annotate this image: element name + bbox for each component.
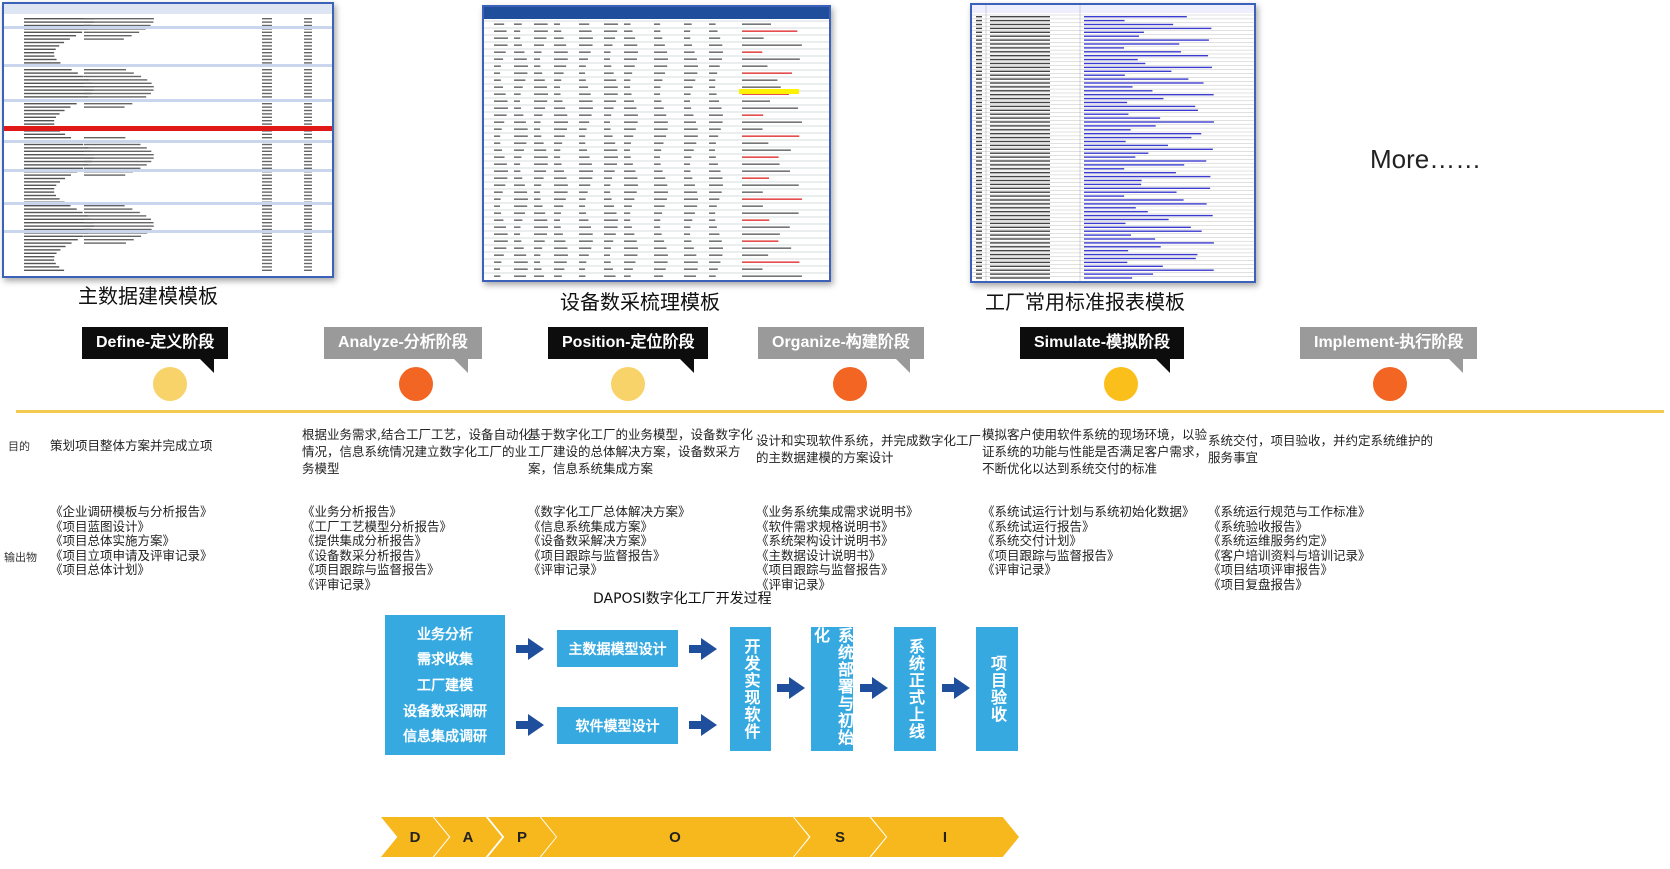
phase-analyze-dot (399, 367, 433, 401)
system-go-live-box: 系统正式上线 (894, 627, 936, 751)
phase-organize-label: Organize-构建阶段 (758, 327, 924, 373)
process-title: DAPOSI数字化工厂开发过程 (593, 591, 772, 607)
output-item: 《项目结项评审报告》 (1208, 562, 1334, 577)
output-item: 《客户培训资料与培训记录》 (1208, 547, 1371, 563)
output-item: 《系统试运行报告》 (982, 518, 1095, 534)
output-item: 《数字化工厂总体解决方案》 (528, 504, 691, 519)
output-item: 《业务分析报告》 (302, 504, 403, 519)
process-start-item: 业务分析 (417, 626, 473, 643)
daposi-segment-o: O (541, 817, 809, 857)
purpose-analyze: 根据业务需求,结合工厂工艺，设备自动化情况，信息系统情况建立数字化工厂的业务模型 (302, 427, 531, 476)
output-item: 《项目立项申请及评审记录》 (50, 547, 213, 563)
output-item: 《项目复盘报告》 (1208, 576, 1309, 592)
output-item: 《信息系统集成方案》 (528, 518, 654, 534)
outputs-define: 《企业调研模板与分析报告》《项目蓝图设计》《项目总体实施方案》《项目立项申请及评… (50, 504, 275, 578)
output-item: 《系统交付计划》 (982, 533, 1083, 548)
system-deploy-init-box: 系统部署与初始化 (811, 627, 854, 751)
phase-organize-dot (833, 367, 867, 401)
arrow-right-icon (516, 638, 544, 660)
process-start-item: 设备数采调研 (403, 703, 487, 720)
arrow-right-icon (777, 677, 805, 699)
phase-define-label: Define-定义阶段 (82, 327, 229, 373)
report-template-caption: 工厂常用标准报表模板 (985, 290, 1185, 314)
process-start-box: 业务分析 需求收集 工厂建模 设备数采调研 信息集成调研 (385, 615, 505, 755)
master-data-template-thumbnail (2, 2, 334, 278)
output-item: 《工厂工艺模型分析报告》 (302, 518, 453, 534)
output-item: 《系统运行规范与工作标准》 (1208, 504, 1371, 519)
output-item: 《设备数采解决方案》 (528, 533, 654, 548)
output-item: 《项目总体计划》 (50, 562, 151, 577)
output-item: 《系统验收报告》 (1208, 518, 1309, 534)
master-data-template-caption: 主数据建模模板 (78, 284, 218, 308)
output-item: 《系统架构设计说明书》 (756, 533, 894, 548)
device-data-template-thumbnail (482, 5, 831, 282)
arrow-right-icon (942, 677, 970, 699)
purpose-simulate: 模拟客户使用软件系统的现场环境，以验证系统的功能与性能是否满足客户需求，不断优化… (982, 427, 1208, 476)
daposi-segment-d: D (381, 817, 449, 857)
project-acceptance-box: 项目验收 (976, 627, 1018, 751)
output-item: 《系统试运行计划与系统初始化数据》 (982, 504, 1195, 519)
phase-analyze-label: Analyze-分析阶段 (324, 327, 482, 373)
outputs-organize: 《业务系统集成需求说明书》《软件需求规格说明书》《系统架构设计说明书》《主数据设… (756, 504, 981, 592)
output-item: 《主数据设计说明书》 (756, 547, 882, 563)
process-start-item: 信息集成调研 (403, 729, 487, 746)
output-item: 《项目蓝图设计》 (50, 518, 151, 534)
outputs-simulate: 《系统试运行计划与系统初始化数据》《系统试运行报告》《系统交付计划》《项目跟踪与… (982, 504, 1207, 578)
purpose-define: 策划项目整体方案并完成立项 (50, 438, 213, 453)
phase-define-dot (153, 367, 187, 401)
device-data-template-caption: 设备数采梳理模板 (560, 290, 720, 314)
arrow-right-icon (689, 638, 717, 660)
output-item: 《项目跟踪与监督报告》 (756, 562, 894, 577)
phase-position-label: Position-定位阶段 (548, 327, 709, 373)
process-start-item: 需求收集 (417, 652, 473, 669)
outputs-analyze: 《业务分析报告》《工厂工艺模型分析报告》《提供集成分析报告》《设备数采分析报告》… (302, 504, 527, 592)
purpose-position: 基于数字化工厂的业务模型，设备数字化工厂建设的总体解决方案，设备数采方案，信息系… (528, 427, 754, 476)
output-item: 《评审记录》 (756, 576, 832, 592)
output-item: 《项目跟踪与监督报告》 (528, 547, 666, 563)
develop-software-box: 开发实现软件 (730, 627, 771, 751)
output-item: 《提供集成分析报告》 (302, 533, 428, 548)
outputs-implement: 《系统运行规范与工作标准》《系统验收报告》《系统运维服务约定》《客户培训资料与培… (1208, 504, 1433, 592)
outputs-row-label: 输出物 (4, 551, 37, 564)
report-template-thumbnail (970, 3, 1256, 283)
more-templates-text: More…… (1370, 144, 1482, 174)
arrow-right-icon (860, 677, 888, 699)
master-data-model-design-box: 主数据模型设计 (557, 630, 678, 667)
arrow-right-icon (689, 714, 717, 736)
output-item: 《项目跟踪与监督报告》 (982, 547, 1120, 563)
output-item: 《企业调研模板与分析报告》 (50, 504, 213, 519)
output-item: 《业务系统集成需求说明书》 (756, 504, 919, 519)
outputs-position: 《数字化工厂总体解决方案》《信息系统集成方案》《设备数采解决方案》《项目跟踪与监… (528, 504, 753, 578)
phase-position-dot (611, 367, 645, 401)
output-item: 《项目跟踪与监督报告》 (302, 562, 440, 577)
phase-implement-dot (1373, 367, 1407, 401)
process-start-item: 工厂建模 (417, 677, 473, 694)
phase-simulate-label: Simulate-模拟阶段 (1020, 327, 1185, 373)
output-item: 《评审记录》 (982, 562, 1058, 577)
purpose-organize: 设计和实现软件系统，并完成数字化工厂的主数据建模的方案设计 (756, 433, 982, 465)
phase-simulate-dot (1104, 367, 1138, 401)
software-model-design-box: 软件模型设计 (557, 707, 678, 744)
daposi-segment-i: I (871, 817, 1019, 857)
output-item: 《软件需求规格说明书》 (756, 518, 894, 534)
output-item: 《设备数采分析报告》 (302, 547, 428, 563)
phase-implement-label: Implement-执行阶段 (1300, 327, 1478, 373)
output-item: 《评审记录》 (528, 562, 604, 577)
output-item: 《评审记录》 (302, 576, 378, 592)
purpose-row-label: 目的 (8, 440, 30, 453)
output-item: 《系统运维服务约定》 (1208, 533, 1334, 548)
purpose-implement: 系统交付，项目验收，并约定系统维护的服务事宜 (1208, 433, 1434, 465)
arrow-right-icon (516, 714, 544, 736)
output-item: 《项目总体实施方案》 (50, 533, 176, 548)
phase-timeline (16, 410, 1664, 413)
